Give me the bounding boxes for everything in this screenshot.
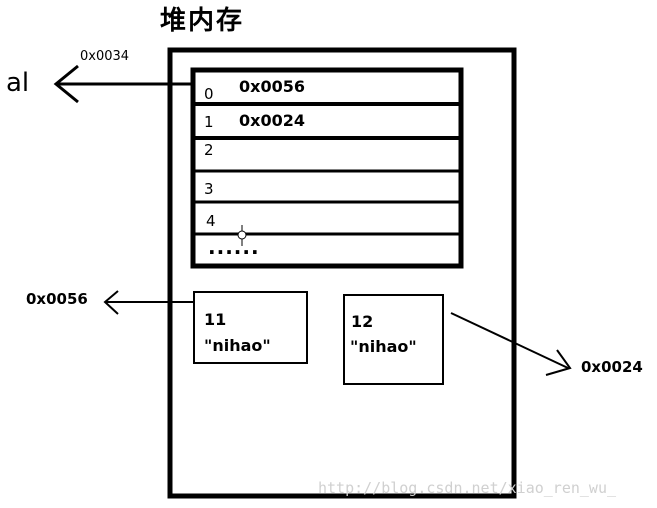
slot-index-4: 4 bbox=[206, 212, 216, 230]
object-text-11: "nihao" bbox=[204, 336, 271, 355]
slot-value-1: 0x0024 bbox=[239, 111, 305, 130]
object-address-11: 0x0056 bbox=[26, 290, 88, 308]
object-id-11: 11 bbox=[204, 310, 227, 329]
reference-arrowhead bbox=[53, 64, 79, 104]
watermark: http://blog.csdn.net/xiao_ren_wu_ bbox=[318, 479, 617, 497]
address-arrowhead-12 bbox=[545, 349, 572, 376]
object-text-12: "nihao" bbox=[350, 337, 417, 356]
variable-name: al bbox=[6, 68, 30, 98]
heap-title: 堆内存 bbox=[160, 6, 245, 36]
object-id-12: 12 bbox=[351, 312, 374, 331]
slot-index-2: 2 bbox=[204, 141, 214, 159]
object-address-12: 0x0024 bbox=[581, 358, 643, 376]
slot-index-0: 0 bbox=[204, 85, 214, 103]
array-address-label: 0x0034 bbox=[80, 49, 130, 64]
crosshair-cursor-icon bbox=[232, 225, 252, 246]
object-box-12 bbox=[343, 294, 444, 385]
slot-index-3: 3 bbox=[204, 180, 214, 198]
object-box-11 bbox=[193, 291, 308, 364]
array-block bbox=[190, 67, 464, 269]
slot-index-1: 1 bbox=[204, 113, 214, 131]
address-arrow-line-12 bbox=[450, 312, 569, 369]
heap-box bbox=[167, 47, 517, 499]
address-arrowhead-11 bbox=[103, 290, 119, 315]
slot-ellipsis: ...... bbox=[208, 235, 260, 259]
slot-value-0: 0x0056 bbox=[239, 77, 305, 96]
